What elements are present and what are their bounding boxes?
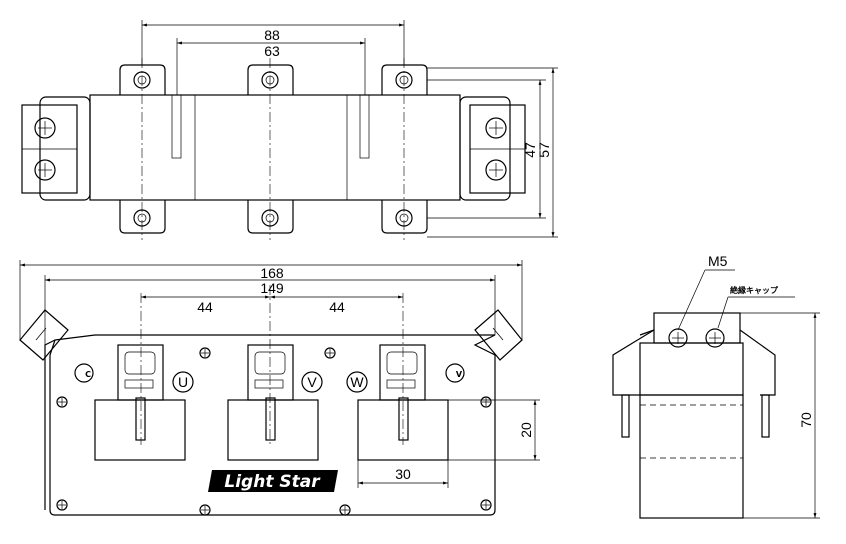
front-view: U V W C V Light Star 168 149 44 44 [19, 260, 540, 516]
dim-20-label: 20 [518, 422, 534, 438]
dim-168-label: 168 [260, 265, 284, 281]
logo-text: Light Star [224, 472, 321, 492]
dim-44-right-label: 44 [329, 299, 345, 315]
terminal-u-label: U [178, 374, 188, 390]
terminal-v-label: V [307, 374, 317, 390]
corner-c-label: C [85, 370, 91, 379]
mounting-ears [119, 64, 428, 234]
dim-30-label: 30 [395, 466, 411, 482]
dim-63-label: 63 [264, 43, 280, 59]
light-star-logo: Light Star [208, 470, 338, 492]
side-view: M5 絶縁キャップ 70 [612, 253, 820, 519]
corner-v-label: V [456, 370, 463, 379]
terminal-blocks [117, 344, 426, 401]
cap-label: 絶縁キャップ [730, 285, 779, 295]
m5-label: M5 [708, 253, 728, 269]
terminal-w-label: W [350, 374, 364, 390]
dim-88-label: 88 [264, 27, 280, 43]
top-view: 88 63 47 57 [21, 20, 558, 240]
dim-44-left-label: 44 [197, 299, 213, 315]
panel-screw-icons [56, 347, 492, 516]
dim-57-label: 57 [536, 142, 552, 158]
terminal-labels: U V W C V [74, 363, 465, 393]
screw-icon [34, 117, 507, 181]
dim-47-label: 47 [522, 142, 538, 158]
m5-screw-icons [668, 328, 725, 348]
dim-70-label: 70 [798, 412, 814, 428]
dim-149-label: 149 [260, 280, 284, 296]
